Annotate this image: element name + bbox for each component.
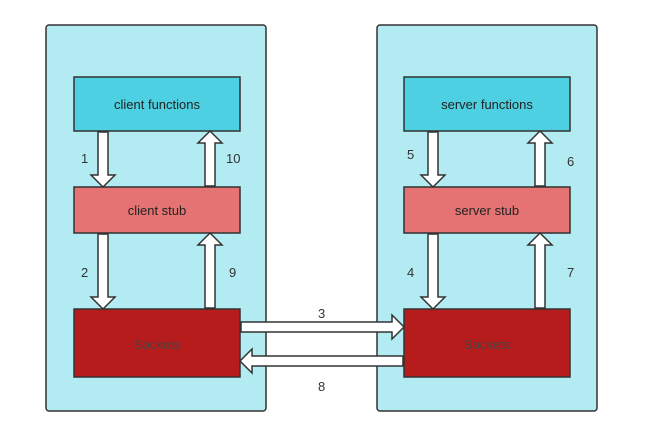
step-label-1: 1 bbox=[81, 151, 88, 166]
server-functions-box bbox=[403, 76, 571, 132]
step-label-10: 10 bbox=[226, 151, 240, 166]
server-stub-label: server stub bbox=[455, 203, 519, 218]
server-sockets-box bbox=[403, 308, 571, 378]
client-functions-label: client functions bbox=[114, 97, 200, 112]
server-functions-label: server functions bbox=[441, 97, 533, 112]
arrow-step-1 bbox=[89, 131, 117, 189]
client-stub-label: client stub bbox=[128, 203, 187, 218]
step-label-5: 5 bbox=[407, 147, 414, 162]
arrow-step-5 bbox=[419, 131, 447, 189]
server-stub-box bbox=[403, 186, 571, 234]
server-sockets-label: Sockets bbox=[464, 337, 511, 352]
arrow-step-3 bbox=[240, 313, 406, 341]
step-label-4: 4 bbox=[407, 265, 414, 280]
arrow-step-2 bbox=[89, 233, 117, 311]
step-label-9: 9 bbox=[229, 265, 236, 280]
arrow-step-7 bbox=[526, 231, 554, 309]
client-stub-box bbox=[73, 186, 241, 234]
client-functions-box bbox=[73, 76, 241, 132]
arrow-step-9 bbox=[196, 231, 224, 309]
arrow-step-6 bbox=[526, 129, 554, 187]
step-label-6: 6 bbox=[567, 154, 574, 169]
client-sockets-label: Sockets bbox=[134, 337, 181, 352]
step-label-2: 2 bbox=[81, 265, 88, 280]
step-label-3: 3 bbox=[318, 306, 325, 321]
client-sockets-box bbox=[73, 308, 241, 378]
arrow-step-10 bbox=[196, 129, 224, 187]
step-label-8: 8 bbox=[318, 379, 325, 394]
arrow-step-4 bbox=[419, 233, 447, 311]
step-label-7: 7 bbox=[567, 265, 574, 280]
arrow-step-8 bbox=[238, 347, 404, 375]
